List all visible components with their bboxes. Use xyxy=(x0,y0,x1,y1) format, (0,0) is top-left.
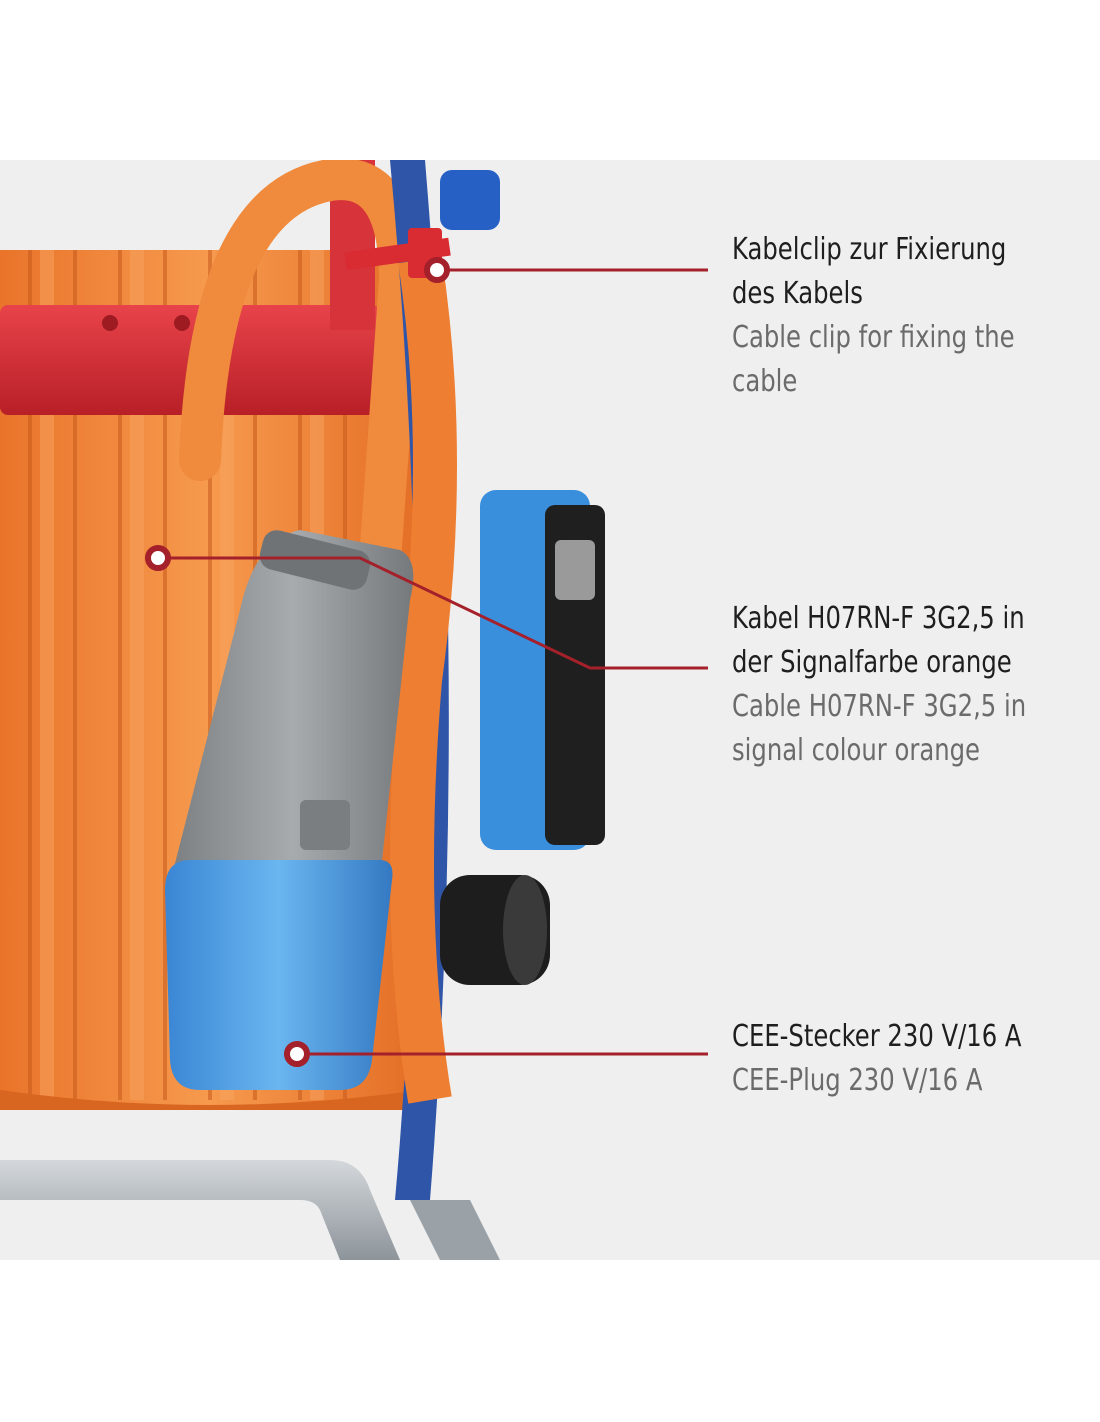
callout-cee-plug: CEE-Stecker 230 V/16 A CEE-Plug 230 V/16… xyxy=(732,1015,1056,1103)
callout-cable-type-de-line-1: Kabel H07RN-F 3G2,5 in xyxy=(732,601,1025,636)
callout-cable-clip: Kabelclip zur Fixierung des Kabels Cable… xyxy=(732,228,1056,404)
callout-cable-clip-de-line-1: Kabelclip zur Fixierung xyxy=(732,232,1007,267)
callout-cable-type-en-line-2: signal colour orange xyxy=(732,733,980,768)
cable-loop xyxy=(179,160,422,581)
cable-reel-illustration xyxy=(0,160,708,1260)
cee-plug xyxy=(165,530,414,1090)
product-photo-panel xyxy=(0,160,1100,1260)
callout-markers xyxy=(145,257,450,1067)
callout-lines xyxy=(158,268,708,1056)
callout-cable-type-en-line-1: Cable H07RN-F 3G2,5 in xyxy=(732,689,1027,724)
cable-side xyxy=(390,256,457,1104)
callout-cable-type: Kabel H07RN-F 3G2,5 in der Signalfarbe o… xyxy=(732,597,1056,773)
callout-cee-plug-de-line-1: CEE-Stecker 230 V/16 A xyxy=(732,1019,1022,1054)
callout-cable-clip-de-line-2: des Kabels xyxy=(732,276,863,311)
callout-cable-clip-en-line-1: Cable clip for fixing the xyxy=(732,320,1015,355)
crank-handle xyxy=(440,875,550,985)
steel-stand xyxy=(0,1160,500,1260)
callout-cable-type-de-line-2: der Signalfarbe orange xyxy=(732,645,1012,680)
callout-cee-plug-en-line-1: CEE-Plug 230 V/16 A xyxy=(732,1063,983,1098)
cee-socket xyxy=(480,490,605,850)
callout-cable-clip-en-line-2: cable xyxy=(732,364,798,399)
